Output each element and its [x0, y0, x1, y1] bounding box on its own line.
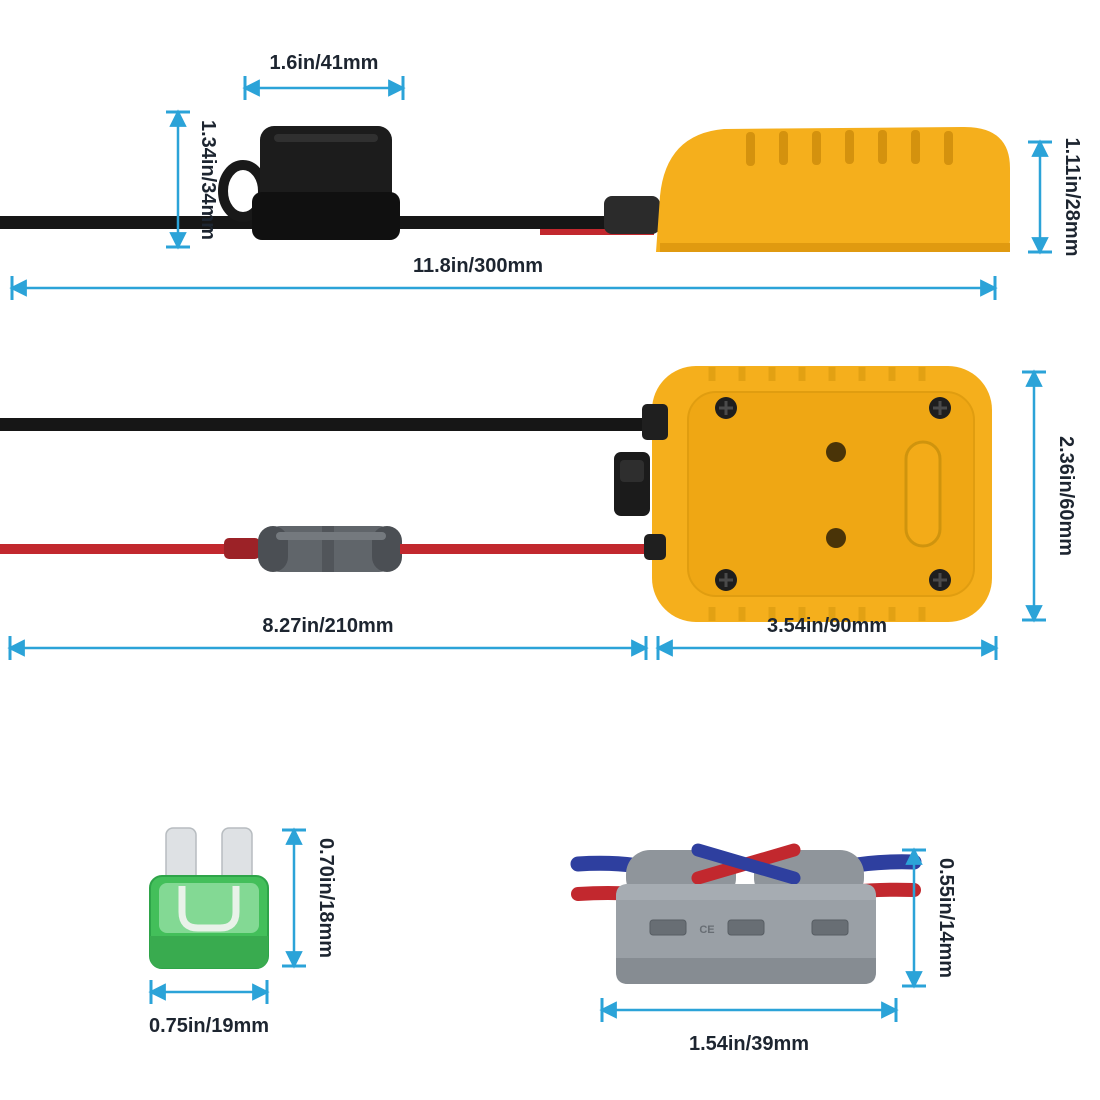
- adapter-wire-boot: [604, 196, 660, 234]
- dim-label-fuse-cap-height: 1.34in/34mm: [197, 120, 219, 240]
- dim-label-cable-length: 8.27in/210mm: [262, 615, 393, 637]
- dim-label-fuse-cap-width: 1.6in/41mm: [270, 52, 379, 74]
- lever-wire-connector: CE: [570, 843, 922, 984]
- fuse-base: [150, 936, 268, 968]
- dim-label-adapter-height: 1.11in/28mm: [1061, 138, 1083, 257]
- dim-cable-length: 8.27in/210mm: [7, 615, 649, 660]
- screw-icon: [715, 569, 737, 591]
- fuse-element: [178, 886, 240, 932]
- inline-fuse-highlight: [276, 532, 386, 540]
- dim-label-adapter-length: 3.54in/90mm: [767, 615, 887, 637]
- wire-left-black: [0, 216, 262, 229]
- connector-base: [616, 958, 876, 984]
- dim-adapter-height: 1.11in/28mm: [1028, 138, 1083, 257]
- dim-label-connector-height: 0.55in/14mm: [935, 858, 957, 978]
- screw-icon: [929, 569, 951, 591]
- wire-red-left: [0, 544, 232, 554]
- screw-icon: [929, 397, 951, 419]
- side-view-assembly: [0, 126, 1010, 252]
- connector-port-2: [727, 919, 765, 936]
- black-wire-entry: [642, 404, 668, 440]
- adapter-side-body: [656, 126, 1010, 252]
- dim-fuse-width: 0.75in/19mm: [148, 980, 270, 1037]
- dim-total-length: 11.8in/300mm: [9, 255, 998, 300]
- adapter-switch-rocker: [620, 460, 644, 482]
- dim-label-fuse-height: 0.70in/18mm: [315, 838, 337, 958]
- dim-adapter-length: 3.54in/90mm: [655, 615, 999, 660]
- adapter-side-view: [604, 126, 1010, 252]
- blade-fuse: [149, 827, 269, 969]
- connector-port-3: [811, 919, 849, 936]
- inline-fuse-holder: [258, 526, 402, 572]
- wire-middle-black: [390, 216, 652, 229]
- ce-mark: CE: [699, 924, 714, 936]
- adapter-top-ribs: [708, 367, 926, 621]
- dim-adapter-width: 2.36in/60mm: [1022, 369, 1077, 623]
- dim-label-fuse-width: 0.75in/19mm: [149, 1015, 269, 1037]
- dim-fuse-cap-width: 1.6in/41mm: [242, 52, 406, 100]
- adapter-top-recess: [687, 391, 975, 597]
- dim-fuse-cap-height: 1.34in/34mm: [166, 109, 219, 250]
- crossing-wire-blue: [691, 843, 801, 885]
- dim-fuse-height: 0.70in/18mm: [282, 827, 337, 969]
- dim-connector-width: 1.54in/39mm: [599, 998, 899, 1055]
- top-view-assembly: [0, 366, 992, 622]
- fuse-holder-cap: [218, 126, 400, 240]
- wire-red-right: [400, 544, 654, 554]
- adapter-top-view: [614, 366, 992, 622]
- adapter-hole-top: [826, 442, 846, 462]
- wire-black-top-view: [0, 418, 654, 431]
- fuse-cap-highlight: [274, 134, 378, 142]
- red-wire-connector: [224, 538, 260, 559]
- dim-connector-height: 0.55in/14mm: [902, 847, 957, 989]
- adapter-side-base-shade: [660, 243, 1010, 252]
- dim-label-total-length: 11.8in/300mm: [413, 255, 543, 277]
- adapter-side-ribs: [746, 130, 953, 166]
- fuse-cap-skirt: [252, 192, 400, 240]
- adapter-rail-slot: [904, 440, 942, 548]
- dim-label-connector-width: 1.54in/39mm: [689, 1033, 809, 1055]
- wire-middle-red: [540, 229, 654, 235]
- connector-body-highlight: [616, 884, 876, 900]
- adapter-screws: [715, 397, 951, 591]
- fuse-cap-top: [260, 126, 392, 206]
- red-wire-entry: [644, 534, 666, 560]
- adapter-hole-bottom: [826, 528, 846, 548]
- dim-label-adapter-width: 2.36in/60mm: [1055, 436, 1077, 556]
- connector-port-1: [649, 919, 687, 936]
- screw-icon: [715, 397, 737, 419]
